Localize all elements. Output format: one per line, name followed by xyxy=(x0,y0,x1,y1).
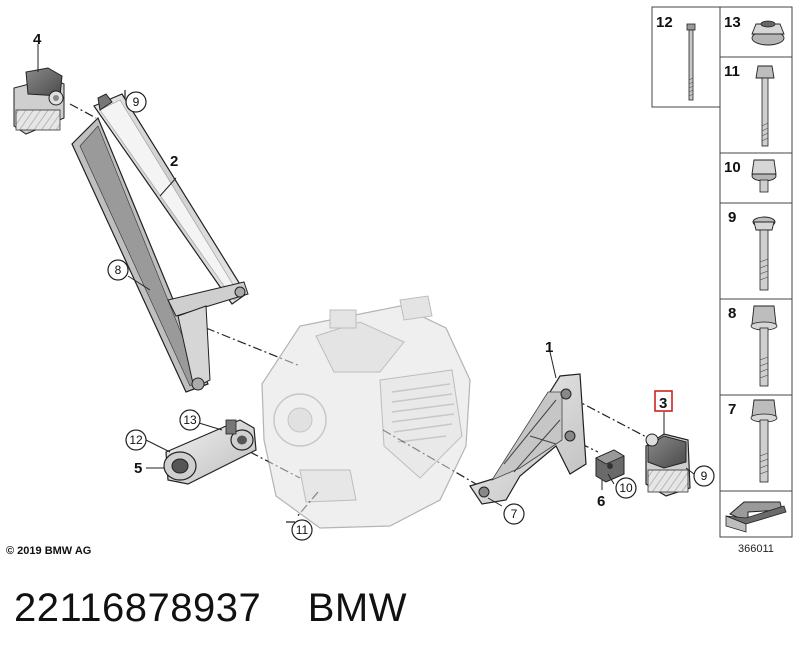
circled-callouts: 7 8 9 9 10 11 12 13 xyxy=(107,91,715,541)
legend-cell-7[interactable]: 7 xyxy=(719,394,793,492)
part-number[interactable]: 22116878937 xyxy=(14,586,262,630)
callout-labels: 1 2 3 4 5 6 xyxy=(33,31,673,510)
callout-3-box xyxy=(654,390,673,412)
engine-mount-upper[interactable] xyxy=(13,44,65,135)
torx-bolt-icon xyxy=(752,216,776,291)
legend-cell-12[interactable]: 12 xyxy=(651,6,721,108)
callout-3[interactable]: 3 xyxy=(659,395,667,412)
svg-text:7: 7 xyxy=(511,507,518,521)
mount-bracket[interactable] xyxy=(469,351,587,505)
svg-text:13: 13 xyxy=(183,413,197,427)
rubber-damper[interactable] xyxy=(595,449,625,490)
hex-bolt-icon xyxy=(750,399,778,483)
circle-callout-8[interactable]: 8 xyxy=(107,259,129,281)
circle-callout-7[interactable]: 7 xyxy=(503,503,525,525)
torque-mount-lower[interactable] xyxy=(163,419,257,485)
orientation-cell xyxy=(719,490,793,538)
electric-drive-unit xyxy=(261,295,471,529)
circle-callout-13[interactable]: 13 xyxy=(179,409,201,431)
hex-flange-nut-icon xyxy=(751,159,777,193)
svg-text:10: 10 xyxy=(724,159,741,176)
callout-4[interactable]: 4 xyxy=(33,31,42,48)
legend-cell-9[interactable]: 9 xyxy=(719,202,793,300)
legend-cell-8[interactable]: 8 xyxy=(719,298,793,396)
direction-arrow-icon xyxy=(725,501,787,533)
copyright-notice: © 2019 BMW AG xyxy=(6,545,91,557)
legend-cell-13[interactable]: 13 xyxy=(719,6,793,58)
svg-text:9: 9 xyxy=(133,95,140,109)
svg-text:7: 7 xyxy=(728,401,736,418)
long-bolt-icon xyxy=(686,23,696,101)
legend-cell-11[interactable]: 11 xyxy=(719,56,793,154)
hex-bolt-icon xyxy=(750,305,778,387)
flange-nut-icon xyxy=(751,20,785,46)
svg-text:12: 12 xyxy=(129,433,143,447)
svg-text:12: 12 xyxy=(656,14,673,31)
svg-text:9: 9 xyxy=(728,209,736,226)
legend-cell-10[interactable]: 10 xyxy=(719,152,793,204)
callout-2[interactable]: 2 xyxy=(170,153,178,170)
circle-callout-9-right[interactable]: 9 xyxy=(693,465,715,487)
svg-text:9: 9 xyxy=(701,469,708,483)
diagram-code: 366011 xyxy=(738,543,774,555)
circle-callout-9-top[interactable]: 9 xyxy=(125,91,147,113)
svg-text:11: 11 xyxy=(724,63,740,80)
callout-5[interactable]: 5 xyxy=(134,460,142,477)
svg-text:11: 11 xyxy=(296,523,309,537)
svg-text:10: 10 xyxy=(619,481,633,495)
svg-text:8: 8 xyxy=(115,263,122,277)
brand-name: BMW xyxy=(307,586,407,630)
circle-callout-11[interactable]: 11 xyxy=(291,519,313,541)
circle-callout-10[interactable]: 10 xyxy=(615,477,637,499)
long-hex-bolt-icon xyxy=(755,65,775,147)
engine-mount-right[interactable] xyxy=(645,412,691,497)
circle-callout-12[interactable]: 12 xyxy=(125,429,147,451)
callout-1[interactable]: 1 xyxy=(545,339,553,356)
part-caption: 22116878937 BMW xyxy=(14,586,407,631)
svg-text:8: 8 xyxy=(728,305,736,322)
callout-6[interactable]: 6 xyxy=(597,493,605,510)
svg-text:13: 13 xyxy=(724,14,741,31)
fastener-legend: 12 13 11 xyxy=(651,6,793,555)
leader-lines xyxy=(127,275,695,507)
radiator-support-frame[interactable] xyxy=(71,93,249,393)
